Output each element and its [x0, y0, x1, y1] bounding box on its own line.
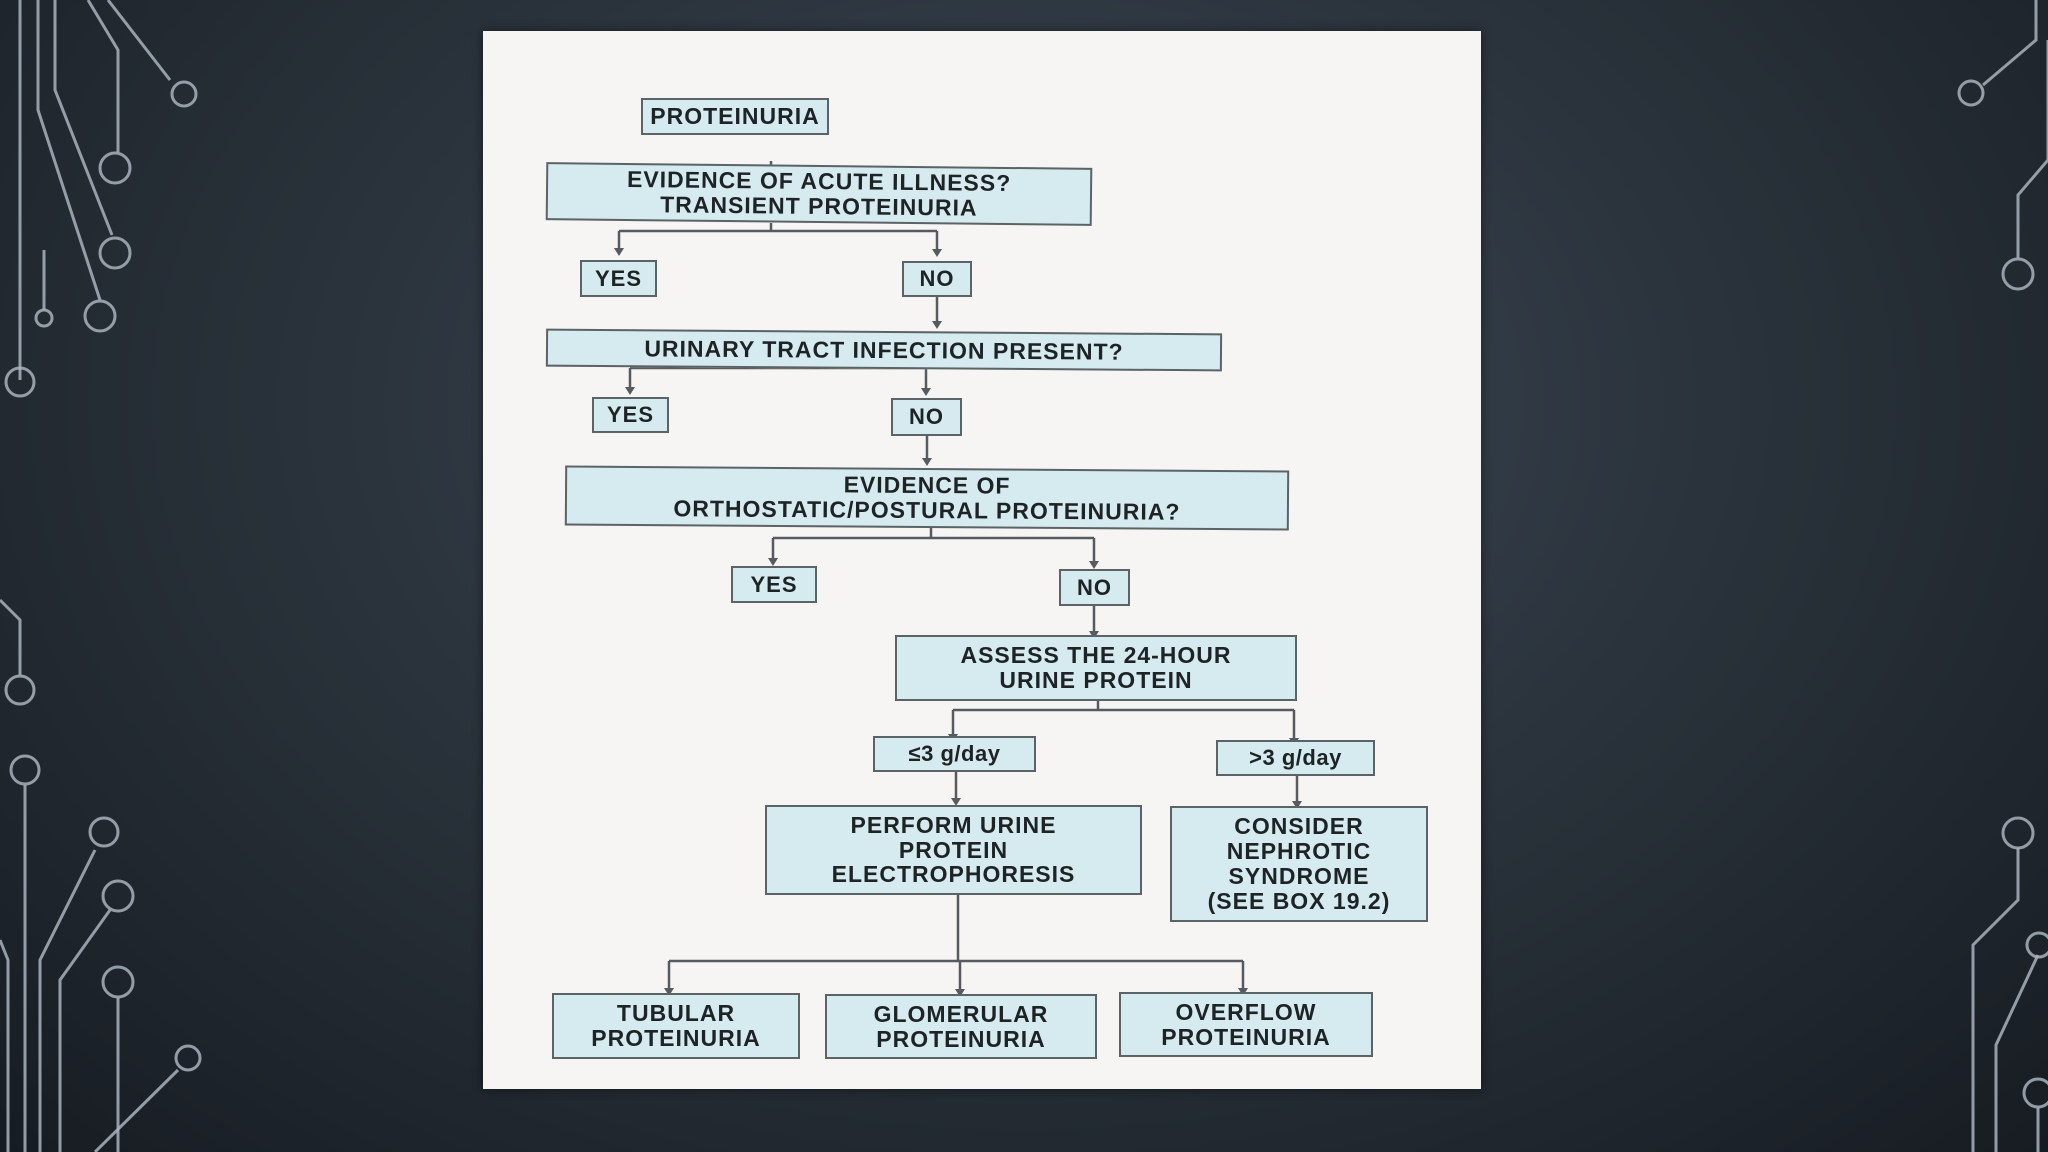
node-overflow-proteinuria: OVERFLOW PROTEINURIA	[1119, 992, 1373, 1057]
arrowhead	[951, 798, 961, 806]
node-nephrotic-line-4: (SEE BOX 19.2)	[1207, 887, 1391, 914]
node-proteinuria-label: PROTEINURIA	[650, 103, 820, 130]
node-ortho-no-label: NO	[1077, 574, 1112, 600]
node-uti-yes-label: YES	[606, 402, 655, 428]
node-overflow-line-2: PROTEINURIA	[1161, 1023, 1331, 1050]
node-tubular-line-1: TUBULAR	[616, 1000, 736, 1027]
node-low-protein: ≤3 g/day	[873, 736, 1036, 772]
arrowhead	[1292, 801, 1302, 809]
arrowhead	[614, 248, 624, 256]
circuit-decoration-left	[0, 0, 202, 1152]
circuit-decoration-right	[1957, 0, 2048, 1152]
node-uti-yes: YES	[592, 397, 669, 433]
node-electro-line-3: ELECTROPHORESIS	[831, 861, 1076, 888]
node-glomerular-proteinuria: GLOMERULAR PROTEINURIA	[825, 994, 1097, 1059]
node-acute-line-2: TRANSIENT PROTEINURIA	[660, 191, 978, 221]
node-overflow-line-1: OVERFLOW	[1175, 998, 1317, 1025]
node-ortho-yes: YES	[731, 566, 817, 603]
node-orthostatic-question: EVIDENCE OF ORTHOSTATIC/POSTURAL PROTEIN…	[564, 465, 1290, 531]
node-acute-no: NO	[902, 261, 972, 297]
arrowhead	[955, 989, 965, 997]
node-ortho-yes-label: YES	[750, 571, 798, 597]
flowchart-image: PROTEINURIA EVIDENCE OF ACUTE ILLNESS? T…	[483, 31, 1481, 1089]
arrowhead	[921, 388, 931, 396]
node-nephrotic-line-3: SYNDROME	[1228, 863, 1370, 889]
node-acute-yes-label: YES	[594, 265, 643, 291]
node-acute-yes: YES	[580, 260, 657, 297]
node-nephrotic-line-1: CONSIDER	[1234, 813, 1364, 840]
arrowhead	[1089, 561, 1099, 569]
node-uti-no: NO	[891, 398, 962, 436]
node-high-protein-label: >3 g/day	[1249, 745, 1342, 771]
arrowhead	[932, 321, 942, 329]
node-glomerular-line-2: PROTEINURIA	[876, 1025, 1046, 1052]
node-proteinuria: PROTEINURIA	[641, 98, 829, 135]
node-electrophoresis: PERFORM URINE PROTEIN ELECTROPHORESIS	[765, 805, 1142, 895]
node-nephrotic-syndrome: CONSIDER NEPHROTIC SYNDROME (SEE BOX 19.…	[1170, 806, 1428, 922]
node-assess-24h-urine: ASSESS THE 24-HOUR URINE PROTEIN	[895, 635, 1297, 701]
arrowhead	[664, 988, 674, 996]
arrowhead	[768, 558, 778, 566]
node-nephrotic-line-2: NEPHROTIC	[1226, 838, 1372, 865]
node-ortho-no: NO	[1059, 569, 1130, 606]
node-high-protein: >3 g/day	[1216, 740, 1375, 776]
node-assess-line-2: URINE PROTEIN	[999, 667, 1193, 693]
node-acute-illness-question: EVIDENCE OF ACUTE ILLNESS? TRANSIENT PRO…	[545, 162, 1093, 226]
node-uti-no-label: NO	[909, 404, 944, 430]
node-tubular-proteinuria: TUBULAR PROTEINURIA	[552, 993, 800, 1059]
node-electro-line-2: PROTEIN	[898, 836, 1009, 863]
node-assess-line-1: ASSESS THE 24-HOUR	[960, 642, 1232, 669]
node-glomerular-line-1: GLOMERULAR	[873, 1000, 1049, 1027]
node-tubular-line-2: PROTEINURIA	[591, 1025, 761, 1051]
arrowhead	[625, 387, 635, 395]
node-electro-line-1: PERFORM URINE	[850, 811, 1057, 838]
node-uti-question: URINARY TRACT INFECTION PRESENT?	[545, 328, 1223, 372]
node-acute-no-label: NO	[919, 266, 955, 292]
node-uti-label: URINARY TRACT INFECTION PRESENT?	[644, 334, 1124, 365]
node-low-protein-label: ≤3 g/day	[908, 741, 1001, 767]
arrowhead	[932, 249, 942, 257]
node-ortho-line-2: ORTHOSTATIC/POSTURAL PROTEINURIA?	[673, 495, 1181, 525]
arrowhead	[922, 458, 932, 466]
node-ortho-line-1: EVIDENCE OF	[843, 471, 1011, 499]
